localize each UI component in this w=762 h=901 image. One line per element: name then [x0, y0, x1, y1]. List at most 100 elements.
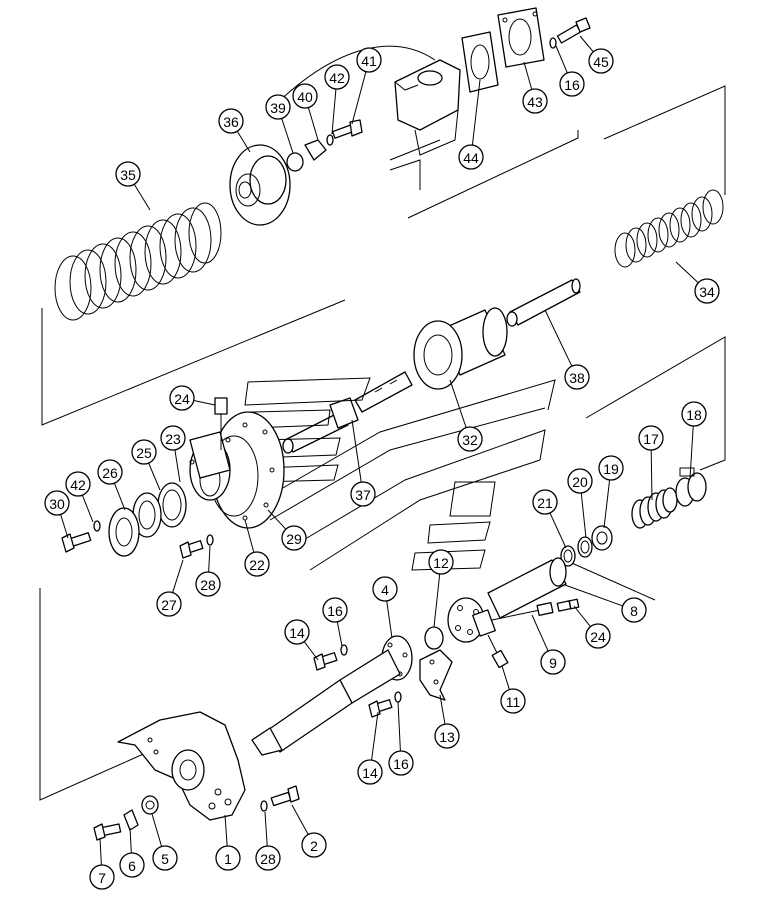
- callout-label: 36: [223, 114, 239, 130]
- callout-circle: [131, 439, 157, 465]
- callout-label: 12: [433, 555, 449, 571]
- bolt-30: [61, 532, 92, 553]
- callout-43: 43: [522, 61, 548, 114]
- callout-label: 27: [161, 597, 177, 613]
- block-40: [304, 139, 327, 161]
- callout-circle: [97, 459, 123, 485]
- bolt-45: [556, 17, 591, 44]
- callout-14: 14: [284, 619, 319, 661]
- plate-24-flange: [108, 507, 140, 557]
- callout-41: 41: [351, 47, 382, 125]
- callout-leader: [439, 694, 446, 725]
- callout-leader: [99, 837, 102, 866]
- callout-16: 16: [322, 597, 348, 647]
- callout-circle: [598, 455, 624, 481]
- callout-circle: [388, 750, 414, 776]
- callout-40: 40: [292, 83, 319, 141]
- callout-label: 22: [249, 557, 265, 573]
- callout-circle: [350, 481, 376, 507]
- callout-45: 45: [579, 35, 614, 74]
- callout-label: 21: [537, 495, 553, 511]
- large-spring-35: [54, 202, 222, 321]
- callout-leader: [555, 45, 568, 74]
- callout-leader: [60, 514, 69, 539]
- callout-9: 9: [531, 614, 566, 675]
- washer-42-top: [326, 134, 334, 146]
- callout-label: 14: [362, 765, 378, 781]
- callout-leader: [580, 492, 587, 539]
- callout-1: 1: [215, 814, 241, 871]
- washer-28-b: [260, 800, 268, 812]
- callout-circle: [218, 108, 244, 134]
- callout-circle: [458, 144, 484, 170]
- callout-23: 23: [160, 425, 186, 483]
- plate-13: [419, 649, 453, 701]
- callout-28: 28: [255, 811, 281, 871]
- callout-17: 17: [638, 425, 664, 501]
- callout-leader: [303, 641, 319, 661]
- callout-label: 43: [527, 94, 543, 110]
- callout-25: 25: [131, 439, 161, 491]
- callout-label: 2: [310, 838, 318, 854]
- callout-leader: [471, 79, 481, 146]
- rod-38: [506, 278, 581, 327]
- callout-leader: [174, 449, 181, 483]
- callout-circle: [434, 723, 460, 749]
- frame-channels: [244, 377, 556, 571]
- callout-circle: [292, 83, 318, 109]
- clip-6: [123, 809, 139, 831]
- seal-19: [591, 525, 613, 551]
- callout-label: 35: [120, 167, 136, 183]
- callout-6: 6: [119, 827, 145, 878]
- callout-2: 2: [291, 804, 327, 858]
- callout-leader: [148, 462, 161, 491]
- callout-label: 24: [174, 391, 190, 407]
- callout-circle: [588, 48, 614, 74]
- callout-label: 19: [603, 461, 619, 477]
- callout-11: 11: [500, 665, 526, 714]
- grease-nipple-24: [214, 397, 228, 450]
- callout-circle: [301, 832, 327, 858]
- o-ring-12: [424, 626, 444, 650]
- callout-circle: [195, 571, 221, 597]
- callout-label: 16: [564, 77, 580, 93]
- callout-38: 38: [544, 309, 590, 390]
- callout-circle: [169, 385, 195, 411]
- gasket-44: [461, 31, 499, 93]
- callout-12: 12: [428, 549, 454, 628]
- callout-label: 5: [161, 851, 169, 867]
- washer-16-top: [549, 37, 557, 49]
- callout-leader: [579, 35, 594, 53]
- callout-label: 26: [102, 465, 118, 481]
- callout-label: 41: [361, 53, 377, 69]
- callout-circle: [244, 551, 270, 577]
- callout-35: 35: [115, 161, 151, 211]
- callout-label: 13: [439, 729, 455, 745]
- callout-circle: [322, 597, 348, 623]
- callout-label: 16: [327, 603, 343, 619]
- callout-circle: [457, 426, 483, 452]
- callout-leader: [386, 600, 393, 639]
- callout-label: 32: [462, 432, 478, 448]
- cylinder-32: [413, 307, 508, 390]
- bolt-41: [331, 119, 363, 139]
- callout-circle: [532, 489, 558, 515]
- callout-label: 25: [136, 445, 152, 461]
- callout-leader: [264, 811, 268, 847]
- callout-label: 8: [630, 603, 638, 619]
- ring-21: [560, 545, 576, 567]
- callout-42: 42: [324, 64, 350, 135]
- callout-circle: [324, 64, 350, 90]
- callout-circle: [638, 425, 664, 451]
- small-spring-34: [614, 189, 724, 268]
- bolt-14-a: [313, 652, 338, 671]
- boot-17: [631, 487, 678, 529]
- callout-layer: 4516434441424039363534383224232526423037…: [44, 35, 720, 890]
- callout-leader: [151, 813, 163, 847]
- callout-label: 42: [329, 70, 345, 86]
- grease-cylinder-8: [447, 557, 567, 643]
- callout-36: 36: [218, 108, 251, 153]
- callout-label: 24: [590, 629, 606, 645]
- callout-leader: [351, 71, 367, 125]
- callout-circle: [89, 864, 115, 890]
